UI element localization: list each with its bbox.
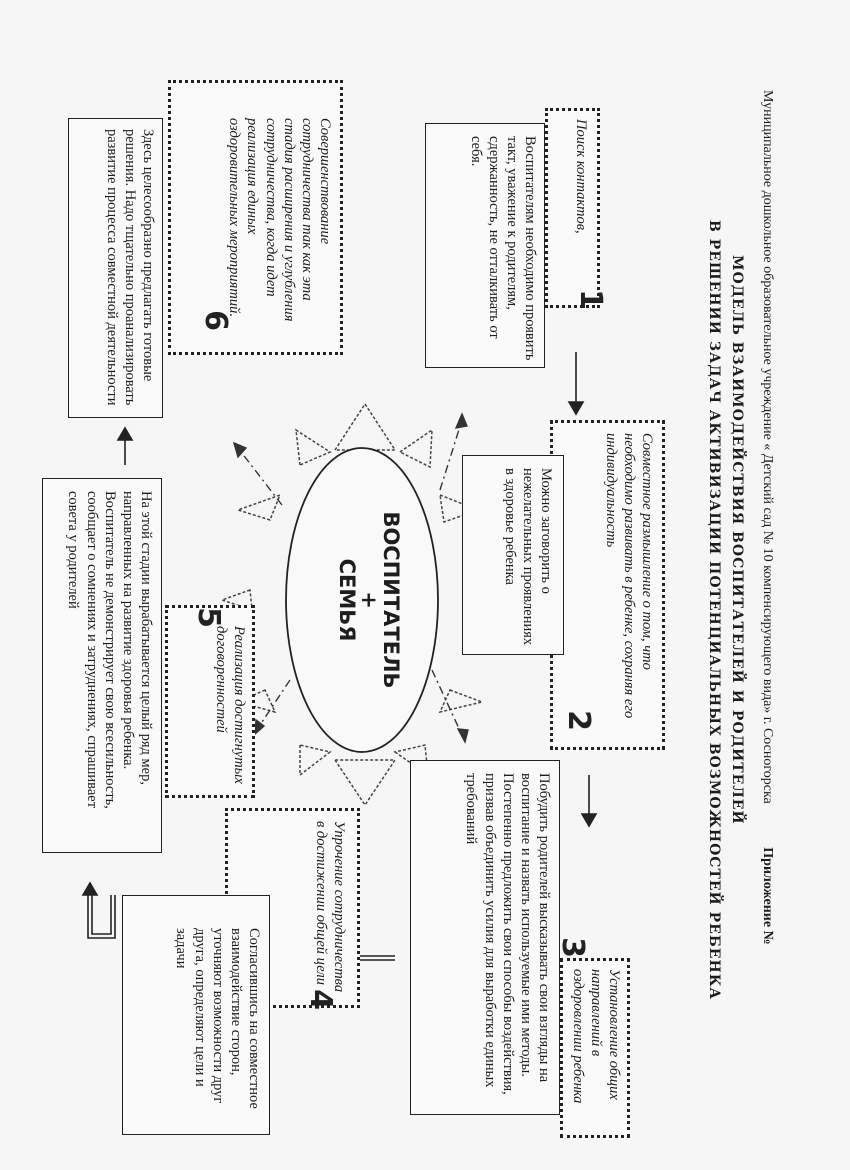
center-line-family: СЕМЬЯ bbox=[334, 558, 359, 642]
stage4-number: 4 bbox=[302, 989, 338, 1010]
stage3-number: 3 bbox=[554, 937, 590, 958]
stage5-header-box: Реализация достигнутых договоренностей bbox=[165, 605, 255, 798]
stage1-header-box: Поиск контактов, bbox=[545, 108, 600, 308]
stage1-description: Воспитателям необходимо проявить такт, у… bbox=[467, 136, 538, 361]
institution-header: Муниципальное дошкольное образовательное… bbox=[759, 90, 775, 1120]
stage5-description-box: На этой стадии вырабатывается целый ряд … bbox=[42, 478, 162, 853]
stage2-description: Можно заговорить о нежелательных проявле… bbox=[501, 468, 554, 646]
stage2-description-box: Можно заговорить о нежелательных проявле… bbox=[462, 455, 564, 655]
stage2-header-box: Совместное размышление о том, что необхо… bbox=[550, 420, 665, 750]
diagram-title-line2: В РЕШЕНИИ ЗАДАЧ АКТИВИЗАЦИИ ПОТЕНЦИАЛЬНЫ… bbox=[706, 220, 722, 1000]
stage4-title: Упрочение сотрудничества в достижении об… bbox=[312, 821, 347, 993]
stage4-description: Согласившись на совместное взаимодействи… bbox=[173, 928, 263, 1109]
center-ellipse bbox=[285, 447, 439, 753]
stage2-title: Совместное размышление о том, что необхо… bbox=[602, 433, 655, 719]
stage6-header-box: Совершенствование сотрудничества так как… bbox=[168, 80, 343, 355]
stage1-number: 1 bbox=[572, 289, 608, 310]
institution-name: Муниципальное дошкольное образовательное… bbox=[760, 90, 775, 804]
stage3-title: Установление общих направлений в оздоров… bbox=[569, 969, 622, 1104]
center-line-educator: ВОСПИТАТЕЛЬ bbox=[379, 511, 403, 689]
stage5-title: Реализация достигнутых договоренностей bbox=[212, 626, 247, 784]
stage1-description-box: Воспитателям необходимо проявить такт, у… bbox=[425, 123, 545, 368]
appendix-label: Приложение № bbox=[760, 847, 775, 945]
stage6-description: Здесь целесообразно предлагать готовые р… bbox=[103, 129, 156, 406]
stage5-number: 5 bbox=[190, 607, 226, 628]
stage3-header-box: Установление общих направлений в оздоров… bbox=[560, 958, 630, 1138]
stage5-description: На этой стадии вырабатывается целый ряд … bbox=[65, 491, 155, 809]
center-label: ВОСПИТАТЕЛЬ + СЕМЬЯ bbox=[334, 510, 403, 690]
stage1-title: Поиск контактов, bbox=[573, 119, 589, 234]
diagram-title-line1: МОДЕЛЬ ВЗАИМОДЕЙСТВИЯ ВОСПИТАТЕЛЕЙ И РОД… bbox=[729, 255, 745, 825]
stage2-number: 2 bbox=[560, 710, 596, 731]
stage4-description-box: Согласившись на совместное взаимодействи… bbox=[122, 895, 270, 1135]
stage6-description-box: Здесь целесообразно предлагать готовые р… bbox=[68, 118, 163, 418]
stage6-number: 6 bbox=[197, 310, 233, 331]
stage3-description-box: Побудить родителей высказывать свои взгл… bbox=[410, 760, 560, 1115]
center-arrows bbox=[232, 412, 469, 744]
stage3-description: Побудить родителей высказывать свои взгл… bbox=[463, 773, 553, 1095]
stage6-title: Совершенствование сотрудничества так как… bbox=[226, 118, 333, 322]
center-line-plus: + bbox=[356, 591, 381, 609]
